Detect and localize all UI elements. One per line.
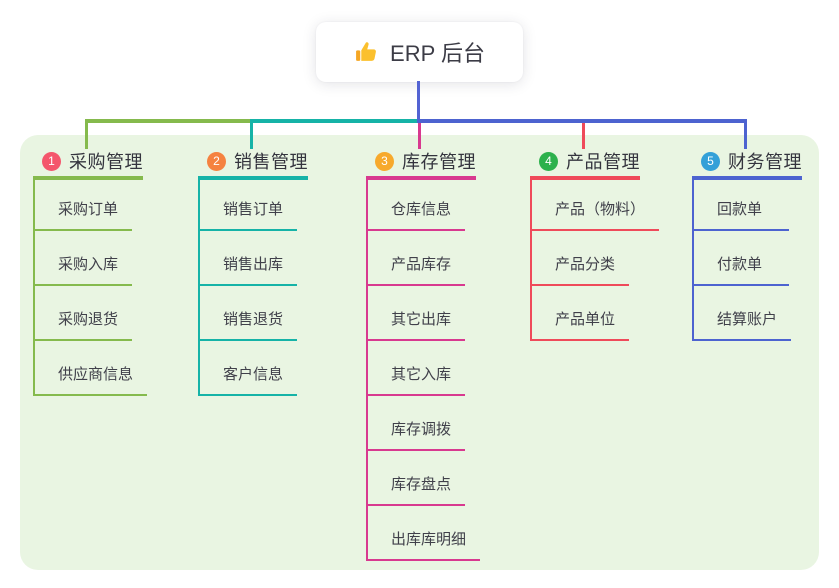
child-topic[interactable]: 出库库明细	[368, 506, 481, 561]
branch-4: 4 产品管理产品（物料） 产品分类产品单位	[530, 146, 660, 341]
child-topic[interactable]: 库存调拨	[368, 396, 466, 451]
child-label: 供应商信息	[58, 366, 134, 383]
child-topic[interactable]: 客户信息	[200, 341, 298, 396]
branch-topic-3[interactable]: 3 库存管理	[366, 146, 476, 180]
branch-1-drop-line	[85, 119, 88, 149]
branch-topic-2[interactable]: 2 销售管理	[198, 146, 308, 180]
bus-connector-segment-3	[417, 119, 747, 123]
bus-connector-segment-2	[250, 119, 418, 123]
child-topic[interactable]: 产品单位	[532, 286, 630, 341]
thumbs-up-icon	[356, 41, 376, 61]
child-label: 采购退货	[58, 311, 119, 328]
child-label: 库存盘点	[391, 476, 452, 493]
child-topic[interactable]: 库存盘点	[368, 451, 466, 506]
child-label: 销售订单	[223, 201, 284, 218]
branch-number-badge: 2	[207, 151, 226, 171]
branch-label: 财务管理	[728, 152, 802, 172]
branch-number-badge: 5	[701, 151, 720, 171]
branch-number-badge: 4	[539, 151, 558, 171]
branches-panel	[20, 135, 819, 570]
branch-2: 2 销售管理销售订单销售出库销售退货客户信息	[198, 146, 308, 396]
branch-children: 回款单付款单结算账户	[692, 180, 792, 341]
bus-connector-segment-1	[85, 119, 250, 123]
branch-label: 采购管理	[69, 152, 143, 172]
branch-number-badge: 3	[375, 151, 394, 171]
root-label: ERP 后台	[390, 41, 485, 66]
root-connector-line	[417, 81, 420, 119]
branch-label: 产品管理	[566, 152, 640, 172]
child-topic[interactable]: 付款单	[694, 231, 789, 286]
child-label: 销售出库	[223, 256, 284, 273]
child-topic[interactable]: 仓库信息	[368, 180, 466, 231]
child-topic[interactable]: 供应商信息	[35, 341, 148, 396]
branch-3-drop-line	[418, 119, 421, 149]
child-label: 出库库明细	[391, 531, 467, 548]
branch-topic-4[interactable]: 4 产品管理	[530, 146, 640, 180]
child-topic[interactable]: 销售订单	[200, 180, 298, 231]
child-topic[interactable]: 采购订单	[35, 180, 133, 231]
child-topic[interactable]: 其它入库	[368, 341, 466, 396]
branch-topic-5[interactable]: 5 财务管理	[692, 146, 802, 180]
child-topic[interactable]: 结算账户	[694, 286, 792, 341]
child-label: 采购订单	[58, 201, 119, 218]
branch-topic-1[interactable]: 1 采购管理	[33, 146, 143, 180]
branch-1: 1 采购管理采购订单采购入库采购退货供应商信息	[33, 146, 148, 396]
child-topic[interactable]: 销售退货	[200, 286, 298, 341]
branch-label: 库存管理	[402, 152, 476, 172]
child-topic[interactable]: 采购退货	[35, 286, 133, 341]
child-label: 产品库存	[391, 256, 452, 273]
branch-4-drop-line	[582, 119, 585, 149]
child-label: 付款单	[717, 256, 763, 273]
child-topic[interactable]: 产品库存	[368, 231, 466, 286]
child-label: 产品分类	[555, 256, 616, 273]
child-label: 客户信息	[223, 366, 284, 383]
child-topic[interactable]: 销售出库	[200, 231, 298, 286]
child-label: 采购入库	[58, 256, 119, 273]
branch-label: 销售管理	[234, 152, 308, 172]
branch-2-drop-line	[250, 119, 253, 149]
child-label: 产品单位	[555, 311, 616, 328]
child-topic[interactable]: 产品（物料）	[532, 180, 660, 231]
child-label: 结算账户	[717, 311, 778, 328]
child-label: 其它入库	[391, 366, 452, 383]
child-label: 库存调拨	[391, 421, 452, 438]
child-topic[interactable]: 采购入库	[35, 231, 133, 286]
branch-children: 产品（物料） 产品分类产品单位	[530, 180, 660, 341]
child-topic[interactable]: 回款单	[694, 180, 789, 231]
branch-5: 5 财务管理回款单付款单结算账户	[692, 146, 802, 341]
branch-5-drop-line	[744, 119, 747, 149]
branch-3: 3 库存管理仓库信息产品库存其它出库其它入库库存调拨库存盘点出库库明细	[366, 146, 481, 561]
child-label: 销售退货	[223, 311, 284, 328]
branch-children: 仓库信息产品库存其它出库其它入库库存调拨库存盘点出库库明细	[366, 180, 481, 561]
child-topic[interactable]: 其它出库	[368, 286, 466, 341]
branch-children: 销售订单销售出库销售退货客户信息	[198, 180, 298, 396]
child-topic[interactable]: 产品分类	[532, 231, 630, 286]
branch-children: 采购订单采购入库采购退货供应商信息	[33, 180, 148, 396]
root-node[interactable]: ERP 后台	[316, 22, 523, 82]
branch-number-badge: 1	[42, 151, 61, 171]
child-label: 回款单	[717, 201, 763, 218]
child-label: 产品（物料）	[555, 201, 646, 218]
child-label: 仓库信息	[391, 201, 452, 218]
child-label: 其它出库	[391, 311, 452, 328]
